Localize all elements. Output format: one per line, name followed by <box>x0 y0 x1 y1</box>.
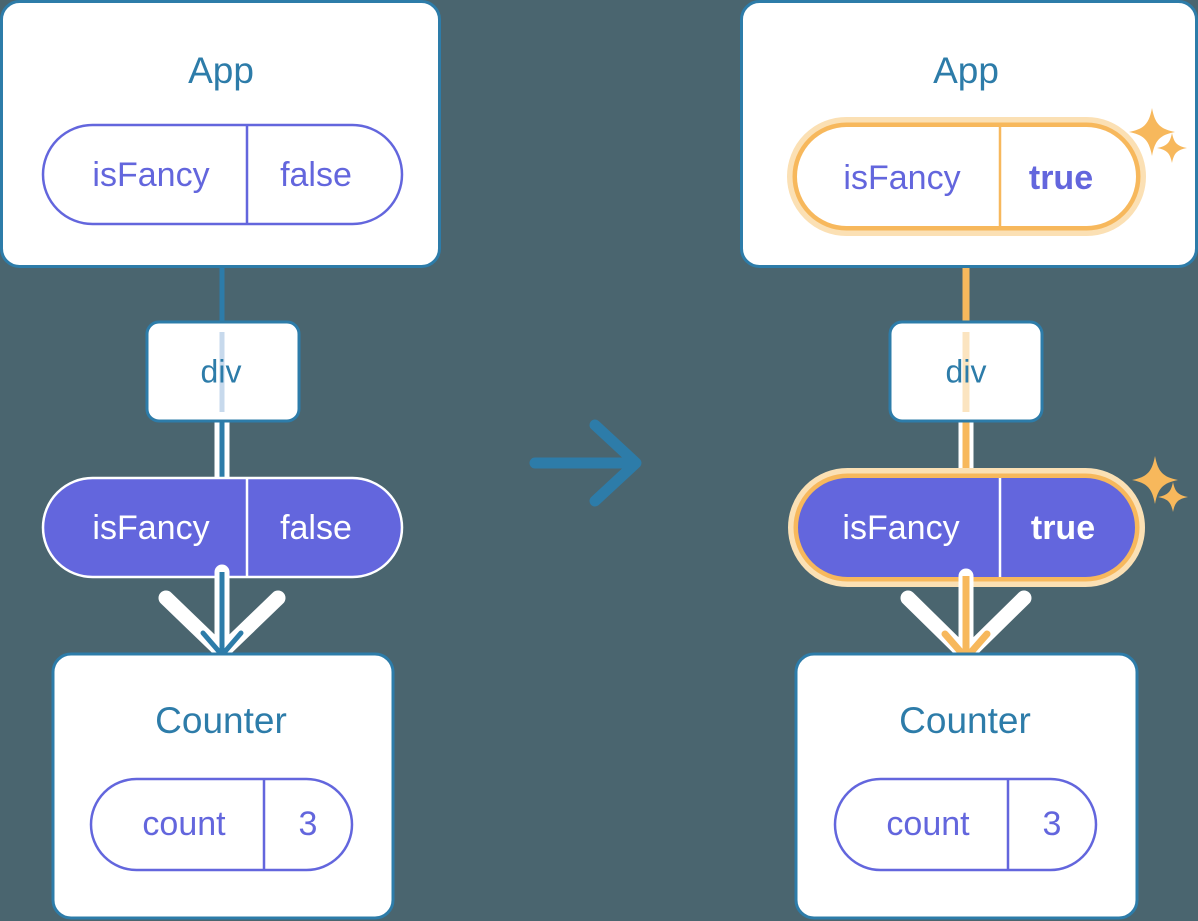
app-card-title-after: App <box>933 50 999 91</box>
counter-state-pill-after: count 3 <box>833 777 1098 872</box>
app-state-pill-before: isFancy false <box>41 123 404 226</box>
counter-state-pill-value-after: 3 <box>1043 805 1062 843</box>
panel-after: App isFancy true div <box>740 0 1198 920</box>
counter-state-pill-key-after: count <box>886 805 970 843</box>
counter-card-title-after: Counter <box>899 700 1031 741</box>
app-card-title-before: App <box>188 50 254 91</box>
prop-pill-value-before: false <box>280 509 352 547</box>
counter-state-pill-value-before: 3 <box>299 805 318 843</box>
sparkle-group-prop-after <box>1132 456 1188 512</box>
counter-card-before: Counter count 3 <box>51 652 395 920</box>
div-node-before: div <box>145 320 301 423</box>
prop-pill-after: isFancy true <box>788 456 1188 587</box>
app-state-pill-after: isFancy true <box>787 117 1146 236</box>
counter-state-pill-key-before: count <box>142 805 226 843</box>
app-card-after: App isFancy true <box>740 0 1198 268</box>
app-state-pill-key-after: isFancy <box>843 159 960 197</box>
app-state-pill-key-before: isFancy <box>92 156 209 194</box>
sparkle-icon-small-app <box>1157 133 1187 163</box>
app-card-before: App isFancy false <box>0 0 441 268</box>
sparkle-group-app-after <box>1129 108 1187 163</box>
counter-card-title-before: Counter <box>155 700 287 741</box>
counter-state-pill-rect-before <box>89 777 354 872</box>
sparkle-icon-large-app <box>1129 108 1175 156</box>
counter-state-pill-rect-after <box>833 777 1098 872</box>
prop-pill-key-after: isFancy <box>842 509 959 547</box>
app-state-pill-rect-before <box>41 123 404 226</box>
arrow-right-icon <box>529 419 642 507</box>
transition-arrow-icon <box>529 419 642 507</box>
sparkle-icon-large-prop <box>1132 456 1178 504</box>
sparkle-icon-small-prop <box>1158 482 1188 512</box>
arrow-prop-to-counter-before <box>158 564 286 660</box>
div-node-label-after: div <box>946 353 987 389</box>
prop-pill-before: isFancy false <box>41 476 404 579</box>
prop-pill-rect-after <box>798 478 1135 577</box>
prop-pill-value-after: true <box>1031 509 1095 547</box>
app-state-pill-value-after: true <box>1029 159 1093 197</box>
app-state-pill-rect-after <box>797 127 1136 226</box>
div-node-after: div <box>888 320 1044 423</box>
app-state-pill-value-before: false <box>280 156 352 194</box>
counter-state-pill-before: count 3 <box>89 777 354 872</box>
panel-before: App isFancy false div isFancy false <box>0 0 441 920</box>
arrow-prop-to-counter-after <box>900 568 1032 663</box>
prop-pill-key-before: isFancy <box>92 509 209 547</box>
counter-card-after: Counter count 3 <box>794 652 1139 920</box>
div-node-label-before: div <box>201 353 242 389</box>
